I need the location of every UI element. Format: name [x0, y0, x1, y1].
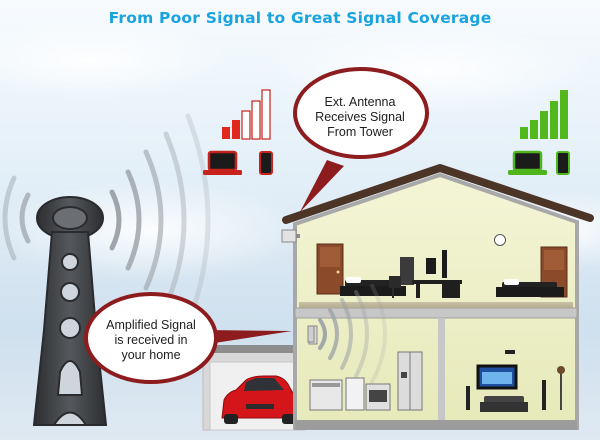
- laptop-icon: [508, 150, 547, 175]
- ext-antenna-callout: [293, 67, 429, 212]
- upstairs-office: [389, 234, 506, 298]
- laptop-icon: [203, 150, 242, 175]
- signal-bar: [550, 101, 558, 139]
- signal-bar: [560, 90, 568, 139]
- ext-antenna-callout-text: Ext. Antenna Receives Signal From Tower: [305, 95, 415, 140]
- signal-bar: [261, 89, 271, 140]
- signal-bar: [530, 120, 538, 139]
- phone-icon: [259, 151, 273, 175]
- signal-bar: [540, 111, 548, 139]
- upstairs-right-bedroom: [496, 246, 568, 298]
- callout-line: Receives Signal: [315, 110, 405, 124]
- signal-bar: [232, 120, 240, 139]
- signal-bar: [241, 110, 251, 140]
- upstairs-left-bedroom: [316, 243, 406, 296]
- signal-bar: [251, 100, 261, 140]
- car-icon: [221, 375, 299, 424]
- tower-signal-waves-left-icon: [2, 175, 31, 261]
- external-antenna-icon: [281, 229, 300, 243]
- cell-tower-icon: [32, 196, 108, 426]
- callout-line: From Tower: [327, 125, 393, 139]
- poor-signal-meter: [222, 89, 271, 140]
- living-room: [466, 350, 565, 412]
- amplified-callout: [84, 292, 292, 384]
- callout-line: Ext. Antenna: [324, 95, 396, 109]
- amplified-callout-text: Amplified Signal is received in your hom…: [94, 318, 208, 363]
- signal-bar: [222, 127, 230, 139]
- callout-line: Amplified Signal: [106, 318, 196, 332]
- phone-icon: [556, 151, 570, 175]
- great-signal-meter: [520, 90, 568, 139]
- indoor-signal-waves-icon: [307, 284, 387, 384]
- tower-signal-waves-icon: [109, 113, 211, 327]
- callout-line: is received in: [114, 333, 188, 347]
- signal-bar: [520, 127, 528, 139]
- diagram-title: From Poor Signal to Great Signal Coverag…: [108, 9, 492, 27]
- kitchen: [308, 325, 423, 411]
- callout-line: your home: [121, 348, 181, 362]
